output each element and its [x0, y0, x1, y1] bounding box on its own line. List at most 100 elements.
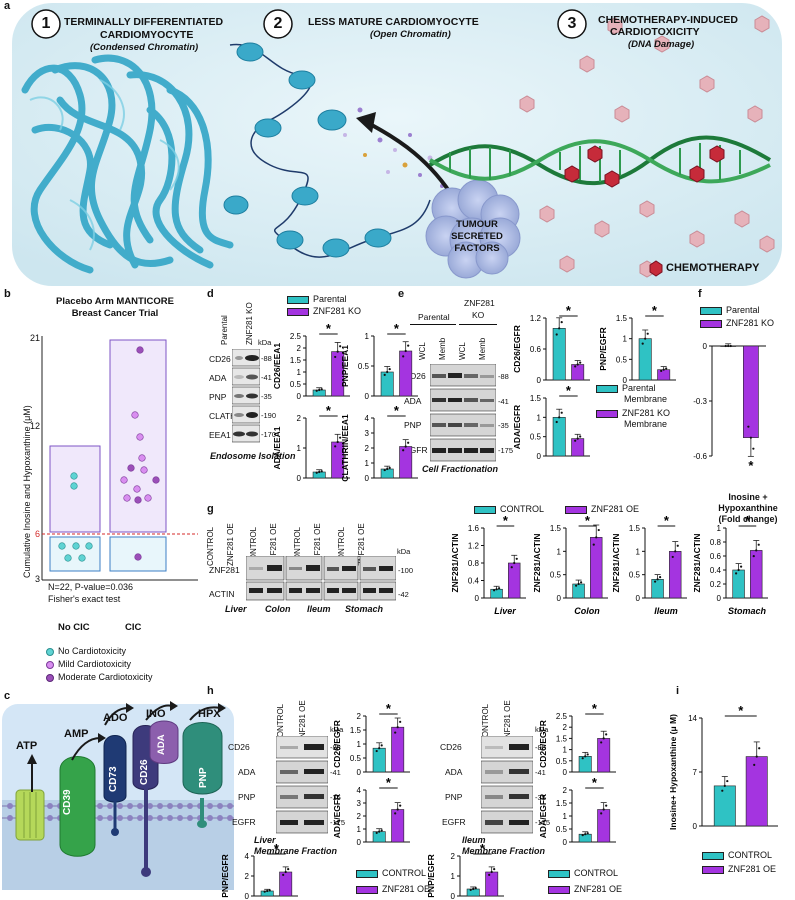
h-right-caption-2: Membrane Fraction — [462, 846, 546, 856]
g_liver-ytick-label-2: 0.8 — [468, 559, 480, 568]
tumour-arrow — [367, 121, 457, 202]
panel-a: a — [0, 0, 795, 290]
f_fold-dot-0-1 — [727, 344, 730, 348]
h_liver_pnp-dot-0-2 — [268, 889, 271, 892]
h_liver_cd26-ytick-label-0: 0 — [357, 768, 362, 777]
g_ileum-ytick-label-1: 0.5 — [629, 571, 641, 580]
e-group-line-parental — [410, 324, 456, 325]
d_cd26-dot-1-1 — [336, 350, 339, 353]
label-atp: ATP — [16, 740, 38, 752]
d_clathrin-ytick-label-0: 0 — [365, 474, 370, 483]
h_ileum_ada-bar-1 — [597, 809, 611, 843]
d_clathrin-sig-star: * — [394, 403, 400, 418]
f-legend-label-parental: Parental — [726, 305, 760, 315]
h_liver_cd26-dot-1-2 — [399, 720, 402, 723]
g_ileum-dot-1-2 — [676, 544, 679, 547]
h_ileum_ada-dot-0-0 — [581, 834, 584, 837]
f-legend-ko: ZNF281 KO — [700, 318, 774, 328]
d_clathrin-dot-0-2 — [388, 466, 391, 470]
h-left-legend-oe: ZNF281 OE — [356, 884, 430, 894]
g-tissue-ileum: Ileum — [307, 604, 331, 614]
h_ileum_pnp-ytick-label-1: 1 — [451, 872, 456, 881]
h_ileum_pnp-dot-0-1 — [472, 887, 475, 891]
h_ileum_ada-ytick-label-2: 1 — [563, 812, 568, 821]
h_liver_cd26-dot-0-2 — [380, 744, 383, 747]
g_stomach-dot-0-1 — [737, 568, 740, 572]
e_pnp-dot-1-0 — [660, 369, 663, 373]
g_ileum-ytick-label-3: 1.5 — [629, 524, 641, 533]
label-ado: ADO — [103, 712, 128, 724]
d-legend-label-parental: Parental — [313, 294, 347, 304]
d_pnp-dot-0-2 — [388, 368, 391, 371]
h-right-band-pnp: PNP — [445, 792, 463, 802]
legend-marker-moderate-cardiotoxicity — [46, 674, 54, 682]
g_colon-dot-0-0 — [575, 584, 578, 587]
h_ileum_cd26-sig-star: * — [592, 701, 598, 716]
panel-a-illustration — [12, 3, 782, 286]
e-legend-swatch-ko — [596, 409, 618, 418]
e_cd26-ytick-label-1: 0.6 — [530, 345, 542, 354]
d_ada-ytick-label-2: 2 — [297, 414, 302, 423]
e-band-label-cd26: CD26 — [404, 371, 426, 381]
step1-title-line1: TERMINALLY DIFFERENTIATED — [64, 16, 224, 28]
d-band-label-ada: ADA — [209, 373, 227, 383]
chart-h_ileum_pnp: 012*PNP/EGFR — [426, 841, 504, 900]
step1-title-line2: CARDIOMYOCYTE — [100, 29, 194, 41]
h-right-band-egfr: EGFR — [442, 817, 466, 827]
f_fold-bar-1 — [743, 345, 759, 438]
g_liver-dot-1-1 — [513, 561, 516, 565]
g_stomach-dot-0-0 — [735, 572, 738, 575]
g_ileum-dot-0-1 — [656, 578, 659, 581]
h_ileum_ada-dot-1-1 — [602, 808, 605, 811]
legend-label-no-cardiotoxicity: No Cardiotoxicity — [58, 646, 127, 656]
e_pnp-dot-1-2 — [665, 367, 668, 370]
nocic-points — [58, 472, 93, 562]
g_liver-sig-star: * — [503, 513, 509, 528]
e_ada-ytick-label-2: 1 — [537, 413, 542, 422]
g_ileum-sig-star: * — [664, 513, 670, 528]
h-left-kda-cd26: -88 — [330, 743, 341, 752]
h_ileum_ada-dot-1-0 — [600, 812, 603, 815]
h_liver_ada-dot-1-1 — [396, 808, 399, 811]
h_ileum_pnp-bar-1 — [485, 871, 499, 897]
panel-letter-e: e — [398, 288, 405, 300]
e_ada-dot-0-0 — [555, 420, 558, 424]
panel-letter-i: i — [676, 685, 680, 697]
cd39-protein — [59, 756, 96, 857]
d_ada-dot-0-2 — [320, 470, 323, 473]
e_cd26-sig-star: * — [566, 303, 572, 318]
panel-letter-h: h — [207, 685, 214, 697]
h_liver_cd26-dot-1-1 — [396, 726, 399, 729]
h_liver_pnp-ytick-label-2: 4 — [245, 852, 250, 861]
f-legend-parental: Parental — [700, 305, 760, 315]
d_cd26-dot-1-2 — [339, 345, 342, 348]
pathway-arrowheads — [27, 701, 226, 764]
i_inohpx-ytick-label-2: 14 — [688, 714, 697, 723]
h_liver_pnp-sig-star: * — [274, 841, 280, 856]
ada-protein — [149, 720, 179, 764]
step1-number: 1 — [41, 15, 51, 32]
d_pnp-dot-1-2 — [407, 344, 410, 347]
h_liver_ada-ytick-label-1: 1 — [357, 825, 362, 834]
h_liver_ada-dot-0-0 — [375, 831, 378, 834]
h_ileum_pnp-dot-1-0 — [488, 873, 491, 876]
h-right-kda-ada: -41 — [535, 768, 546, 777]
tumour-cluster — [425, 179, 521, 279]
h_ileum_cd26-bar-0 — [578, 756, 592, 773]
d_ada-ytick-label-0: 0 — [297, 474, 302, 483]
h-right-legend-control: CONTROL — [548, 868, 618, 878]
d_ada-ytick-label-1: 1 — [297, 444, 302, 453]
h-left-legend-swatch-oe — [356, 885, 378, 894]
legend-label-mild-cardiotoxicity: Mild Cardiotoxicity — [58, 659, 132, 669]
e-kda-pnp: -35 — [498, 421, 509, 430]
e_pnp-ytick-label-3: 1.5 — [616, 314, 628, 323]
h-left-kda-pnp: -35 — [330, 793, 341, 802]
e_ada-dot-1-1 — [576, 437, 579, 440]
e-legend-label-membrane-2: Membrane — [624, 419, 668, 429]
e_ada-sig-star: * — [566, 383, 572, 398]
e_pnp-dot-1-1 — [662, 368, 665, 371]
step2-number: 2 — [273, 15, 283, 32]
g_colon-dot-1-0 — [592, 543, 595, 546]
f-legend-swatch-parental — [700, 306, 722, 315]
g_ileum-ytick-label-2: 1 — [636, 547, 641, 556]
